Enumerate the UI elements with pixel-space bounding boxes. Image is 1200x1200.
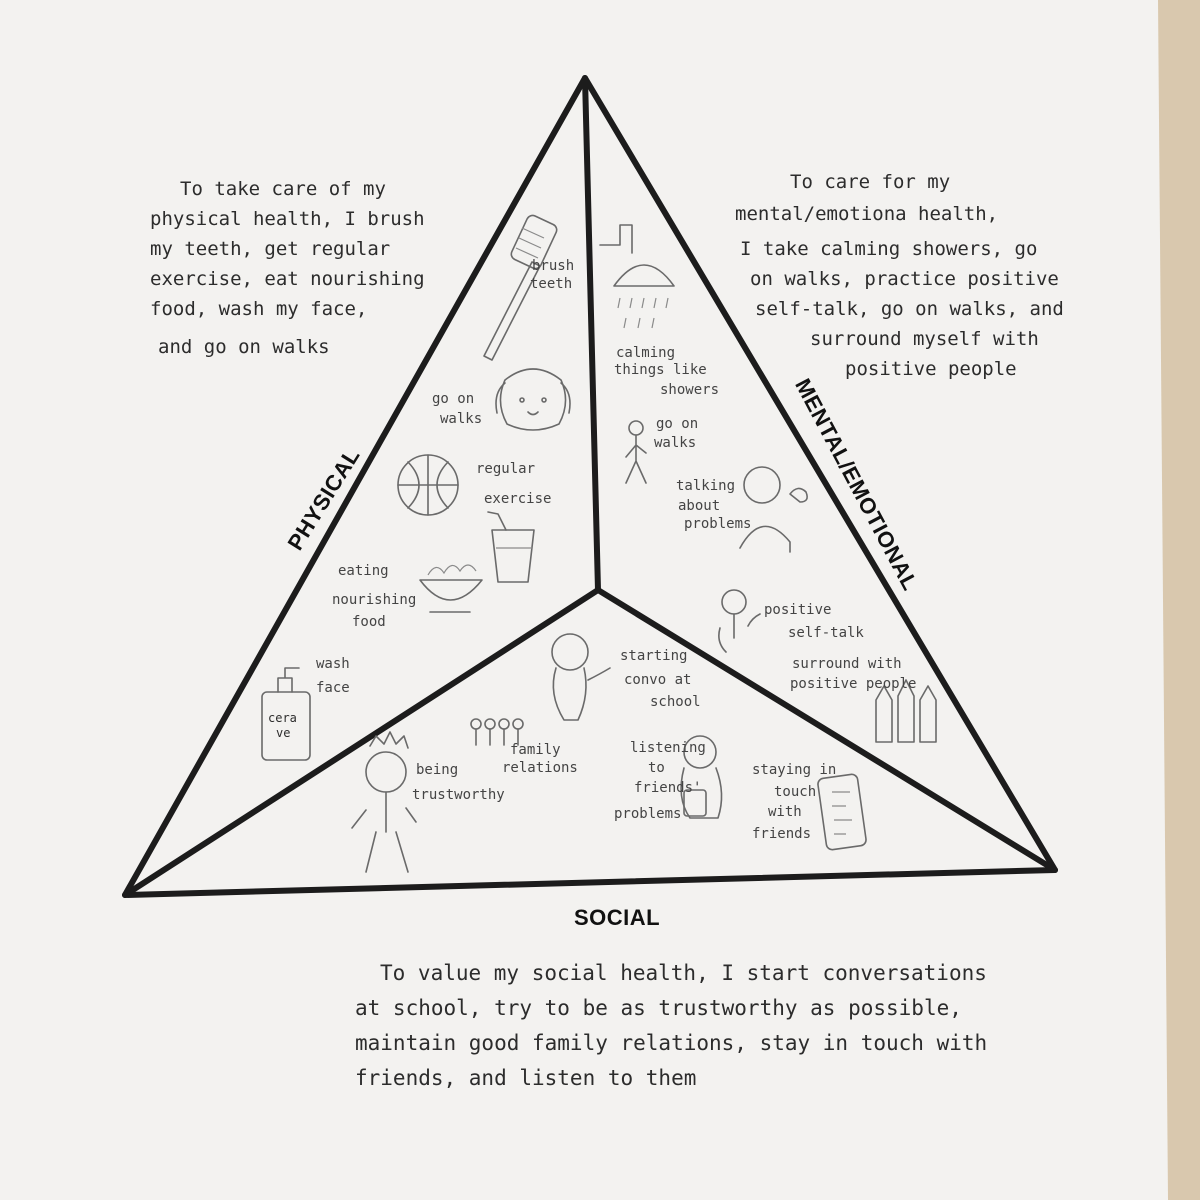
toothbrush-icon — [483, 214, 558, 361]
crowned-person-icon — [351, 731, 417, 873]
mental-items: calming things like showers go on walks … — [599, 224, 937, 743]
crayons-icon — [875, 679, 937, 743]
phone-icon — [817, 773, 867, 851]
family-figures-icon — [470, 718, 524, 746]
dog-icon — [495, 368, 571, 431]
physical-paragraph: To take care of my physical health, I br… — [150, 178, 436, 358]
listening-friends-note: listening to friends' problems — [614, 740, 714, 822]
starting-convo-note: starting convo at school — [620, 648, 701, 710]
divider-physical-mental — [582, 75, 601, 593]
mental-paragraph: To care for my mental/emotiona health, I… — [735, 171, 1075, 380]
shower-icon — [599, 224, 675, 329]
divider-physical-social — [122, 587, 601, 898]
regular-exercise-note: regular exercise — [476, 461, 551, 507]
being-trustworthy-note: being trustworthy — [412, 762, 505, 803]
staying-in-touch-note: staying in touch with friends — [752, 762, 845, 842]
walking-figure-icon — [625, 420, 647, 484]
family-relations-note: family relations — [502, 742, 578, 776]
wash-face-note: wash face — [316, 656, 358, 696]
mental-go-on-walks-note: go on walks — [654, 416, 707, 451]
divider-mental-social — [595, 587, 1058, 873]
bottle-brand-text-2: ve — [276, 726, 290, 740]
listening-person-icon — [680, 735, 723, 819]
positive-self-talk-note: positive self-talk — [764, 602, 864, 641]
social-label: SOCIAL — [574, 905, 660, 930]
calming-showers-note: calming things like showers — [614, 345, 719, 398]
talking-person-icon — [739, 466, 808, 553]
food-bowl-icon — [419, 564, 483, 613]
face-wash-bottle-icon: cera ve — [261, 667, 311, 761]
surround-positive-people-note: surround with positive people — [790, 656, 916, 692]
health-triangle — [122, 75, 1058, 898]
social-paragraph: To value my social health, I start conve… — [355, 961, 1000, 1090]
go-on-walks-note: go on walks — [432, 391, 483, 427]
social-items: starting convo at school family relation… — [351, 633, 867, 873]
basketball-icon — [397, 454, 459, 516]
physical-items: brush teeth go on walks regular exercise — [261, 214, 583, 761]
brush-teeth-note: brush teeth — [530, 258, 583, 292]
self-talk-person-icon — [718, 589, 761, 653]
bottle-brand-text: cera — [268, 711, 297, 725]
drink-glass-icon — [487, 511, 535, 583]
talking-about-problems-note: talking about problems — [676, 478, 751, 532]
conversation-person-icon — [551, 633, 611, 721]
triangle-outline — [122, 75, 1058, 898]
eating-nourishing-food-note: eating nourishing food — [332, 563, 425, 630]
